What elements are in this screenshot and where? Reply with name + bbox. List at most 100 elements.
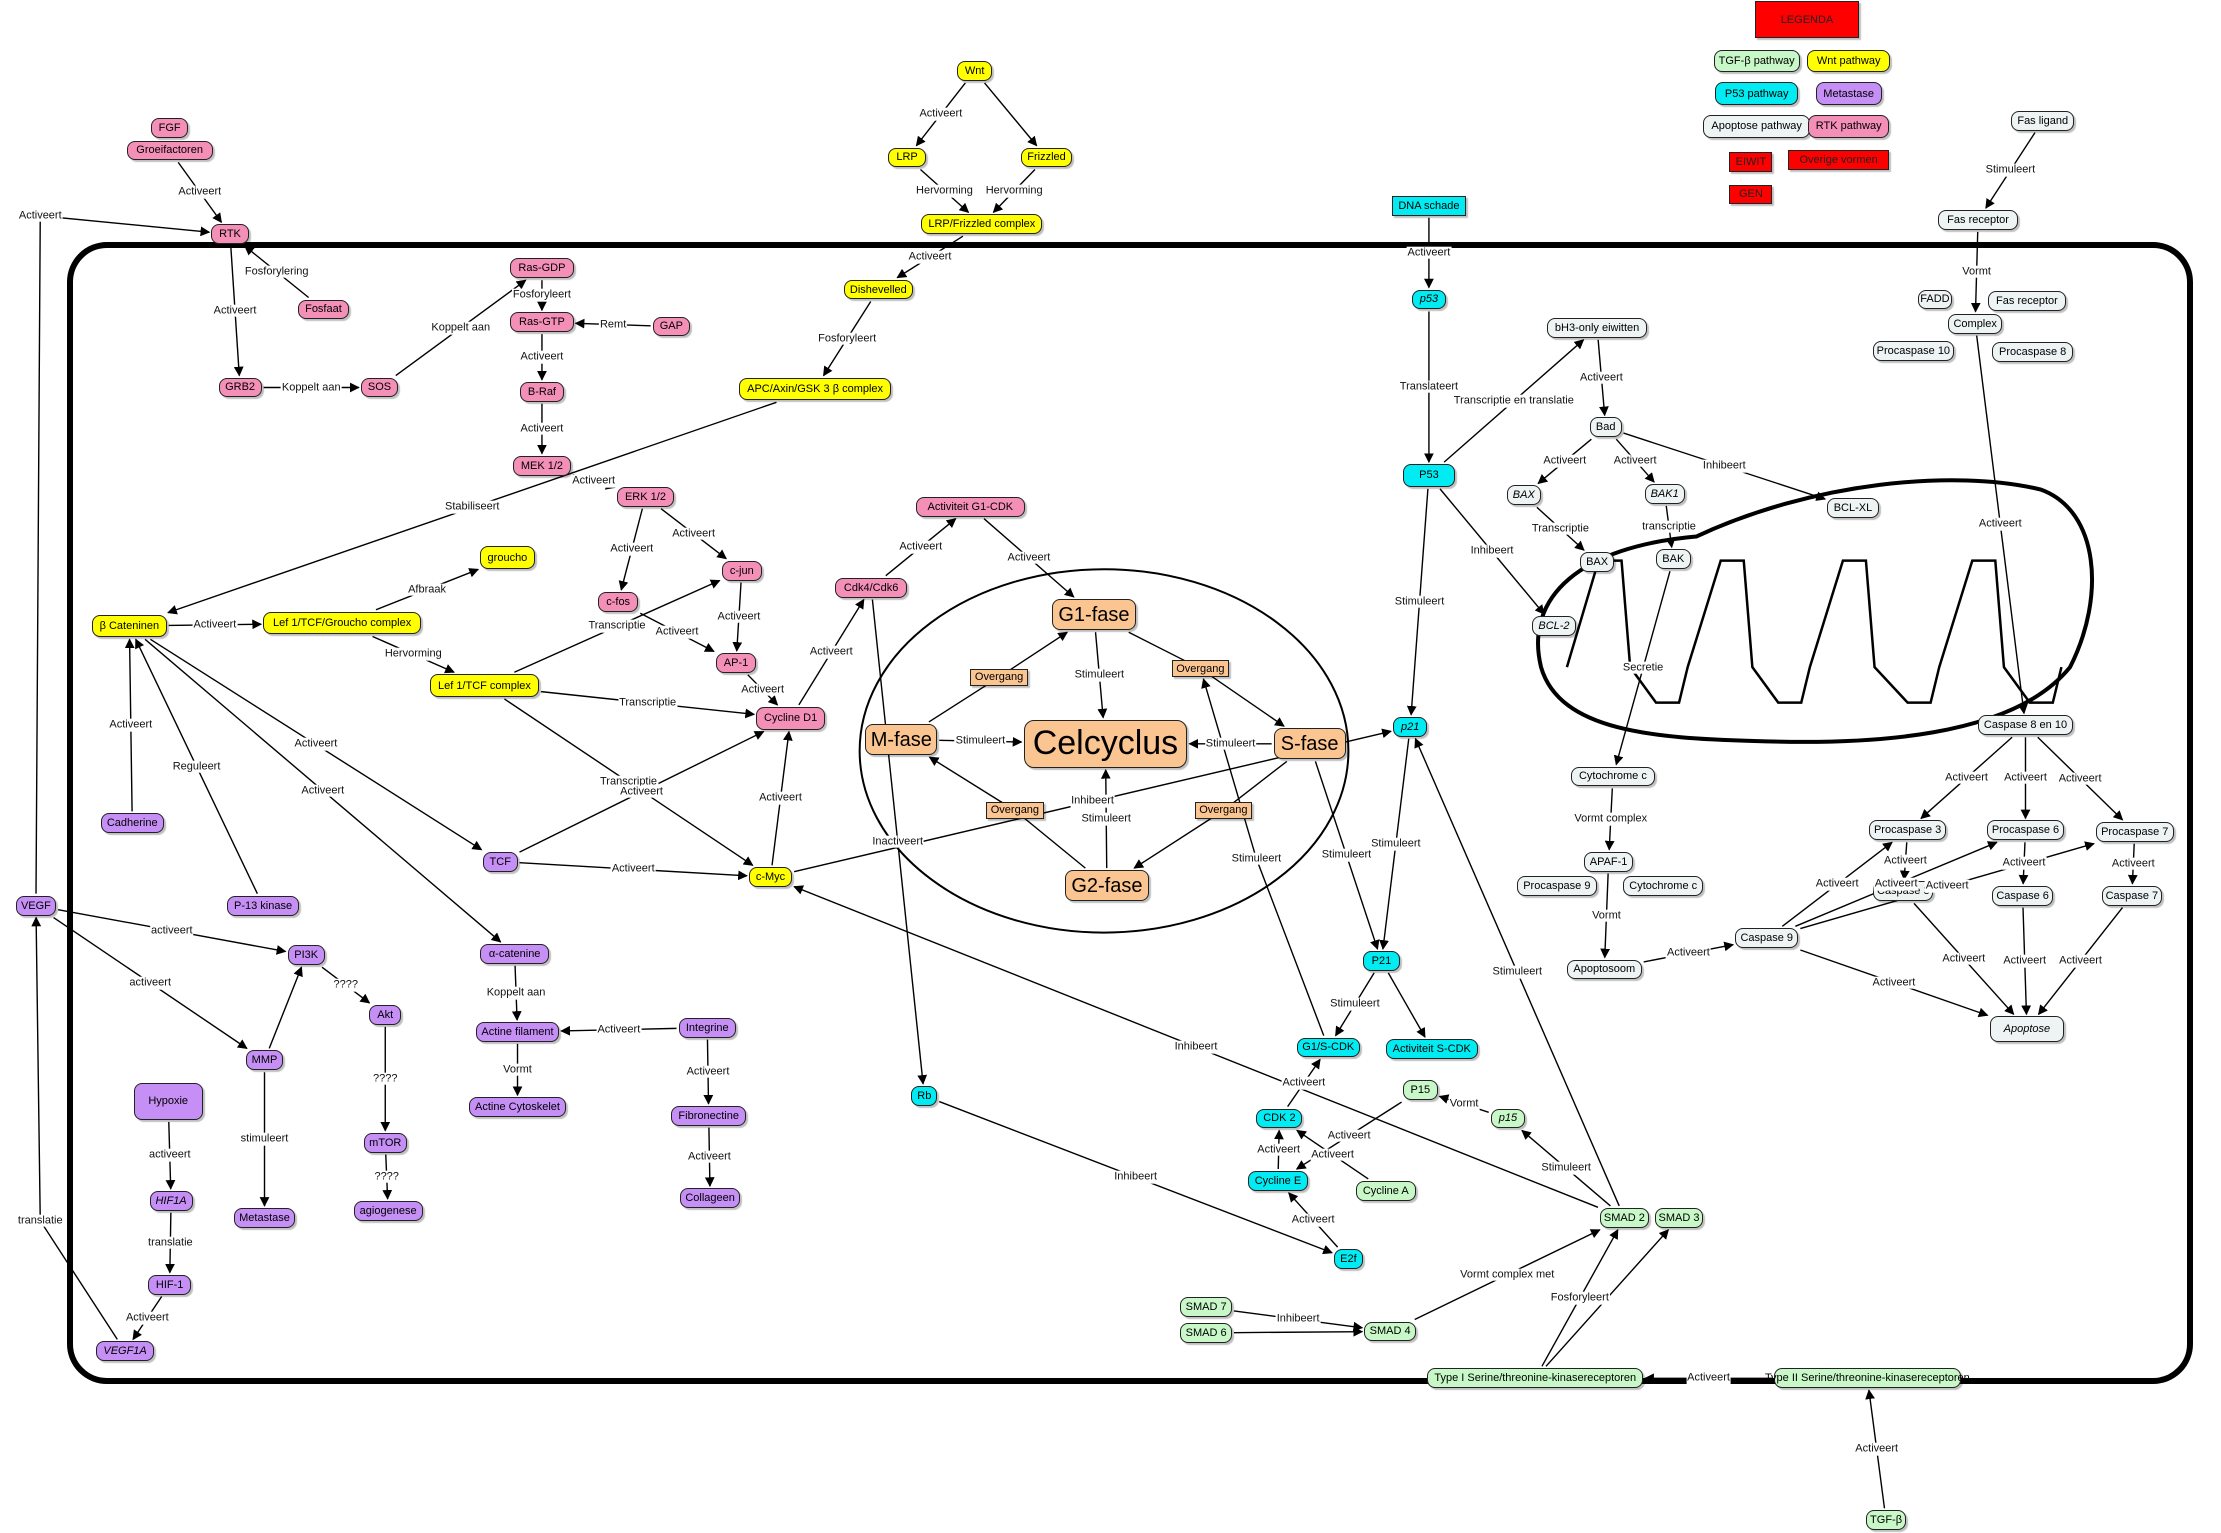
edge-label-activeert: Activeert	[610, 862, 656, 876]
legend-metastase: Metastase	[1815, 82, 1882, 106]
cycline-a-node: Cycline A	[1355, 1180, 1416, 1201]
rtk-node: RTK	[211, 224, 249, 245]
edge-label-vormt: Vormt	[1961, 265, 1992, 279]
bax-gene-node: BAX	[1506, 485, 1542, 506]
edge-label-hervorming: Hervorming	[984, 184, 1044, 198]
edge-label-activeert: Activeert	[2002, 954, 2048, 968]
smad7-node: SMAD 7	[1180, 1297, 1232, 1318]
groucho-node: groucho	[480, 546, 535, 570]
legend-title: LEGENDA	[1755, 1, 1859, 39]
edge-label-stimuleert: Stimuleert	[1073, 668, 1126, 682]
lrp-node: LRP	[888, 147, 926, 168]
pi3k-node: PI3K	[287, 945, 325, 966]
cdk46-node: Cdk4/Cdk6	[835, 577, 908, 598]
edge-label-stimuleert_lc: stimuleert	[239, 1132, 290, 1146]
p21-gene-node: p21	[1392, 716, 1428, 737]
legend-gen: GEN	[1729, 184, 1773, 205]
edge-label-inactiveert: Inactiveert	[871, 835, 925, 849]
procaspase3-node: Procaspase 3	[1868, 820, 1947, 841]
legend-eiwit: EIWIT	[1729, 151, 1773, 172]
c-myc-node: c-Myc	[748, 867, 793, 888]
edge-label-stimuleert: Stimuleert	[1230, 852, 1283, 866]
collageen-node: Collageen	[679, 1188, 741, 1208]
mitochondrion-icon	[1536, 478, 2094, 744]
apoptosoom-node: Apoptosoom	[1566, 959, 1642, 980]
edge-label-activeert: Activeert	[907, 250, 953, 264]
edge-label-activeert: Activeert	[1542, 454, 1588, 468]
edge-label-stimuleert: Stimuleert	[1984, 164, 2037, 177]
edge-label-afbraak: Afbraak	[407, 583, 447, 596]
edge-label-vormt_complex: Vormt complex	[1573, 812, 1649, 826]
edge-label-koppelt_aan: Koppelt aan	[485, 986, 547, 1000]
edge-label-inhibeert: Inhibeert	[1469, 545, 1515, 558]
edge-label-activeert: Activeert	[1941, 952, 1987, 966]
e2f-node: E2f	[1334, 1249, 1363, 1269]
edge-label-activeert: Activeert	[17, 209, 63, 223]
legend-tgf: TGF-β pathway	[1713, 49, 1800, 73]
act-g1cdk-node: Activiteit G1-CDK	[915, 496, 1025, 517]
edge-label-qmarks: ????	[372, 1072, 399, 1086]
arrow-mmp-node-to-pi3k-node	[268, 966, 303, 1049]
g1-fase-node: G1-fase	[1052, 599, 1136, 631]
hif1-node: HIF-1	[148, 1274, 192, 1295]
edge-label-activeert: Activeert	[1924, 879, 1970, 893]
edge-label-activeert: Activeert	[685, 1065, 731, 1078]
c-fos-node: c-fos	[598, 591, 639, 612]
edge-label-activeert: Activeert	[293, 738, 339, 751]
a-catenine-node: α-catenine	[480, 943, 550, 964]
dishevelled-node: Dishevelled	[843, 279, 913, 300]
act-scdk-node: Activiteit S-CDK	[1385, 1039, 1478, 1059]
arrow-smad6-node-to-smad4-node	[1233, 1326, 1364, 1337]
apc-node: APC/Axin/GSK 3 β complex	[738, 377, 892, 401]
edge-label-activeert: Activeert	[687, 1150, 732, 1164]
celcyclus-node: Celcyclus	[1023, 719, 1188, 768]
edge-label-activeert: Activeert	[1977, 518, 2023, 531]
edge-label-activeert: Activeert	[898, 540, 944, 554]
arrow-wnt-node-to-frizzled-node	[984, 82, 1038, 147]
rb-node: Rb	[911, 1085, 938, 1106]
mtor-node: mTOR	[363, 1132, 407, 1153]
fosfaat-node: Fosfaat	[297, 299, 350, 320]
edge-label-transcriptie_lc: transcriptie	[1641, 520, 1697, 533]
arrow-vegf-node-to-rtk-node	[35, 214, 211, 894]
integrine-node: Integrine	[678, 1017, 737, 1038]
fadd-node: FADD	[1917, 289, 1953, 310]
akt-node: Akt	[369, 1004, 402, 1025]
edge-label-activeert_lc: activeert	[128, 976, 173, 990]
procaspase6-node: Procaspase 6	[1986, 820, 2065, 841]
ras-gtp-node: Ras-GTP	[510, 312, 574, 333]
hypoxie-node: Hypoxie	[133, 1083, 203, 1120]
edge-label-activeert: Activeert	[300, 784, 346, 797]
cdk2-node: CDK 2	[1256, 1108, 1303, 1129]
cycline-e-node: Cycline E	[1247, 1171, 1309, 1191]
p15-node: P15	[1403, 1080, 1438, 1101]
smad6-node: SMAD 6	[1180, 1322, 1232, 1343]
edge-label-activeert: Activeert	[1665, 946, 1711, 960]
lrp-frizzled-node: LRP/Frizzled complex	[921, 214, 1043, 235]
legend-apoptose: Apoptose pathway	[1703, 114, 1810, 138]
edge-label-inhibeert: Inhibeert	[1701, 459, 1747, 473]
edge-label-activeert: Activeert	[212, 304, 258, 318]
edge-label-koppelt_aan: Koppelt aan	[280, 381, 342, 394]
caspase9-node: Caspase 9	[1735, 928, 1799, 949]
procaspase7-node: Procaspase 7	[2095, 821, 2174, 842]
overgang-4: Overgang	[1194, 801, 1253, 820]
fas-ligand-node: Fas ligand	[2011, 110, 2075, 131]
procaspase10-node: Procaspase 10	[1873, 340, 1954, 361]
edge-label-vormt: Vormt	[1448, 1097, 1480, 1111]
p21-node: P21	[1362, 951, 1401, 971]
legend-overige: Overige vormen	[1788, 150, 1889, 171]
edge-label-stimuleert: Stimuleert	[954, 734, 1007, 748]
edge-label-inhibeert: Inhibeert	[1173, 1040, 1219, 1054]
edge-label-vormt: Vormt	[1591, 909, 1622, 922]
edge-label-activeert: Activeert	[124, 1311, 170, 1325]
cycline-d1-node: Cycline D1	[756, 706, 826, 730]
grb2-node: GRB2	[218, 377, 262, 398]
edge-label-fosforyleert2: Fosforyleert	[1549, 1291, 1610, 1305]
edge-label-activeert: Activeert	[1814, 877, 1860, 891]
edge-label-activeert: Activeert	[2003, 771, 2048, 785]
edge-label-activeert: Activeert	[609, 542, 655, 556]
edge-label-stimuleert: Stimuleert	[1080, 812, 1132, 826]
edge-label-activeert: Activeert	[519, 350, 565, 364]
